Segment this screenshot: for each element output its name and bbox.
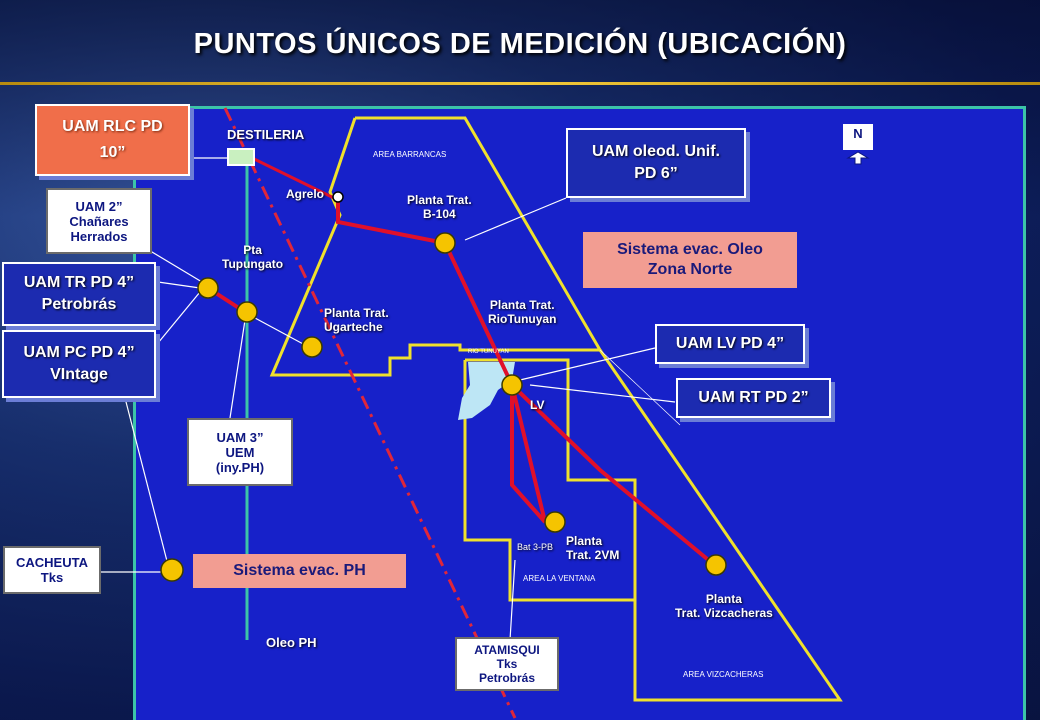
- sistema-ph-label: Sistema evac. PH: [233, 562, 366, 579]
- label-ugarteche-line2: Ugarteche: [324, 320, 383, 334]
- label-pta-line1: Pta: [243, 243, 262, 257]
- north-indicator: N: [843, 124, 873, 150]
- uam-rlc-box: UAM RLC PD 10”: [35, 104, 190, 176]
- station-lv: [501, 374, 523, 396]
- station-agrelo: [332, 191, 344, 203]
- station-2vm: [544, 511, 566, 533]
- label-planta-b104: Planta Trat. B-104: [407, 193, 472, 221]
- cacheuta-line2: Tks: [40, 570, 64, 585]
- uam-2-box: UAM 2” Chañares Herrados: [46, 188, 152, 254]
- map-area: [133, 106, 1026, 720]
- rio-tunuyan-shape: [458, 362, 515, 420]
- cacheuta-line1: CACHEUTA: [16, 555, 88, 570]
- station-tupungato-2: [236, 301, 258, 323]
- sistema-oleo-box: Sistema evac. Oleo Zona Norte: [583, 232, 797, 288]
- uam-oleod-box: UAM oleod. Unif. PD 6”: [566, 128, 746, 198]
- north-arrow-icon: [846, 151, 870, 165]
- uam-3-line2: UEM: [225, 444, 255, 460]
- label-destileria: DESTILERIA: [227, 127, 305, 142]
- pipeline-destileria: [251, 156, 339, 202]
- station-b104: [434, 232, 456, 254]
- station-vizcacheras: [705, 554, 727, 576]
- label-oleo-ph: Oleo PH: [266, 635, 317, 650]
- label-bat3pb: Bat 3-PB: [517, 542, 554, 552]
- uam-rt-label: UAM RT PD 2”: [698, 389, 809, 406]
- label-2vm-line1: Planta: [566, 534, 603, 548]
- label-ugarteche-line1: Planta Trat.: [324, 306, 389, 320]
- title-underline: [0, 82, 1040, 85]
- station-ugarteche: [301, 336, 323, 358]
- uam-3-box: UAM 3” UEM (iny.PH): [187, 418, 293, 486]
- uam-rlc-line2: 10”: [99, 144, 126, 161]
- atamisqui-line1: ATAMISQUI: [474, 643, 540, 657]
- label-2vm-line2: Trat. 2VM: [566, 548, 620, 562]
- uam-2-line3: Herrados: [70, 228, 128, 244]
- label-pta-tupungato: Pta Tupungato: [222, 243, 283, 271]
- pipeline-vizcacheras: [510, 383, 714, 565]
- label-vizcacheras-line1: Planta: [705, 592, 742, 606]
- uam-rt-box: UAM RT PD 2”: [676, 378, 831, 418]
- uam-pc-line2: VIntage: [50, 366, 108, 383]
- label-pta-line2: Tupungato: [222, 257, 284, 271]
- pipeline-lv: [510, 385, 547, 524]
- uam-lv-label: UAM LV PD 4”: [675, 335, 785, 352]
- uam-tr-box: UAM TR PD 4” Petrobrás: [2, 262, 156, 326]
- uam-tr-line1: UAM TR PD 4”: [23, 274, 135, 291]
- label-riotunuyan-line2: RioTunuyan: [488, 312, 557, 326]
- uam-2-line2: Chañares: [69, 213, 129, 229]
- uam-3-line3: (iny.PH): [215, 459, 265, 475]
- uam-oleod-line2: PD 6”: [634, 165, 678, 182]
- cacheuta-box: CACHEUTA Tks: [3, 546, 101, 594]
- label-planta-2vm: Planta Trat. 2VM: [566, 534, 619, 562]
- sistema-oleo-line1: Sistema evac. Oleo: [617, 241, 763, 258]
- uam-pc-line1: UAM PC PD 4”: [23, 344, 135, 361]
- sistema-ph-box: Sistema evac. PH: [193, 554, 406, 588]
- atamisqui-line3: Petrobrás: [478, 671, 536, 685]
- label-lv: LV: [530, 398, 545, 412]
- label-planta-riotunuyan: Planta Trat. RioTunuyan: [488, 298, 556, 326]
- label-area-barrancas: AREA BARRANCAS: [373, 150, 447, 159]
- area-vizcacheras-boundary: [598, 349, 843, 702]
- sistema-oleo-line2: Zona Norte: [647, 261, 733, 278]
- uam-3-line1: UAM 3”: [216, 429, 264, 445]
- uam-tr-line2: Petrobrás: [41, 296, 117, 313]
- uam-2-line1: UAM 2”: [75, 198, 123, 214]
- boundary-dashdot: [223, 107, 517, 719]
- uam-pc-box: UAM PC PD 4” VIntage: [2, 330, 156, 398]
- atamisqui-line2: Tks: [496, 657, 518, 671]
- label-planta-vizcacheras: Planta Trat. Vizcacheras: [675, 592, 773, 620]
- label-agrelo: Agrelo: [286, 187, 325, 201]
- station-tupungato: [197, 277, 219, 299]
- label-vizcacheras-line2: Trat. Vizcacheras: [675, 606, 773, 620]
- label-rio-tunuyan: RIO TUNUYAN: [468, 349, 509, 355]
- label-area-ventana: AREA LA VENTANA: [523, 574, 596, 583]
- destileria-icon: [227, 148, 255, 166]
- label-planta-ugarteche: Planta Trat. Ugarteche: [324, 306, 389, 334]
- atamisqui-box: ATAMISQUI Tks Petrobrás: [455, 637, 559, 691]
- station-cacheuta: [160, 558, 184, 582]
- label-b104-line1: Planta Trat.: [407, 193, 472, 207]
- page-title: PUNTOS ÚNICOS DE MEDICIÓN (UBICACIÓN): [193, 28, 847, 60]
- uam-lv-box: UAM LV PD 4”: [655, 324, 805, 364]
- label-b104-line2: B-104: [423, 207, 456, 221]
- uam-oleod-line1: UAM oleod. Unif.: [592, 143, 720, 160]
- label-riotunuyan-line1: Planta Trat.: [489, 298, 555, 312]
- uam-rlc-line1: UAM RLC PD: [62, 118, 163, 135]
- label-area-vizcacheras: AREA VIZCACHERAS: [683, 670, 764, 679]
